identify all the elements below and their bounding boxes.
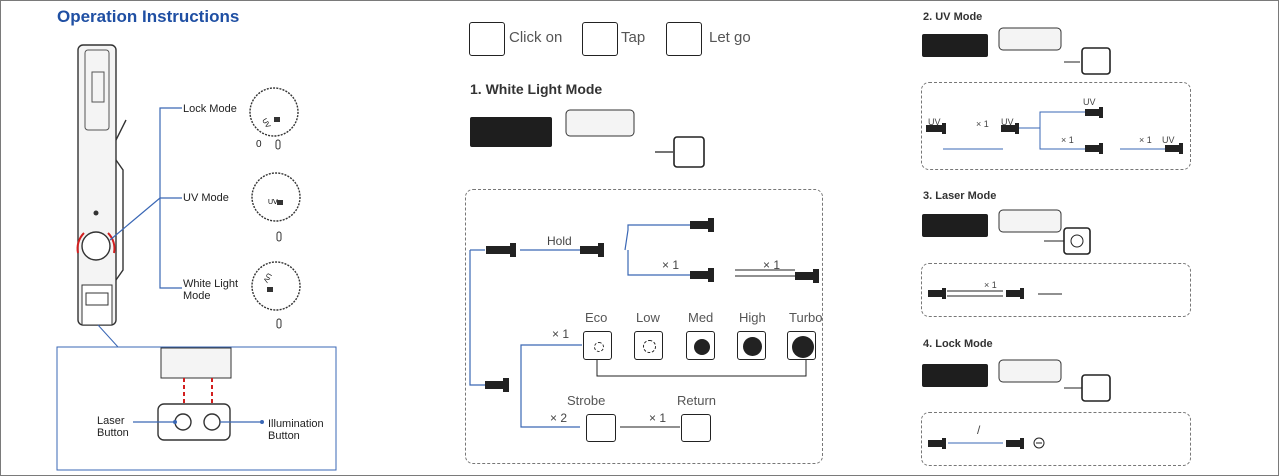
x1-label-c: × 1	[552, 327, 570, 341]
uv-label-d: UV	[1162, 135, 1175, 145]
uv-mode-heading: 2. UV Mode	[923, 11, 983, 23]
level-icon-med	[686, 331, 715, 360]
dial-white: UV	[251, 261, 301, 329]
level-label-turbo: Turbo	[789, 310, 823, 325]
uv-x1-a: × 1	[976, 119, 989, 129]
lock-slash: /	[977, 423, 981, 437]
x1-label-b: × 1	[763, 258, 781, 272]
sun-icon	[693, 338, 710, 355]
x2-label: × 2	[550, 411, 568, 425]
page-title: Operation Instructions	[57, 7, 240, 26]
dial-zero-1: 0	[256, 139, 262, 150]
uv-label-b: UV	[1001, 117, 1014, 127]
x1-label-a: × 1	[662, 258, 680, 272]
sun-icon	[743, 337, 762, 356]
dial-uv: UV	[251, 172, 301, 242]
laser-mode-flow-box	[921, 263, 1191, 317]
x1-label-d: × 1	[649, 411, 667, 425]
lock-mode-flow-box	[921, 412, 1191, 466]
strobe-label: Strobe	[567, 393, 606, 408]
sun-icon	[643, 340, 656, 353]
uv-mode-label: UV Mode	[183, 192, 229, 204]
svg-text:UV: UV	[268, 199, 278, 206]
lock-mode-label: Lock Mode	[183, 103, 237, 115]
svg-text:UV: UV	[261, 272, 272, 284]
white-mode-badge	[470, 117, 552, 147]
lock-mode-heading: 4. Lock Mode	[923, 338, 993, 350]
sun-icon	[593, 341, 604, 352]
level-icon-eco	[583, 331, 612, 360]
uv-x1-c: × 1	[1139, 135, 1152, 145]
white-light-heading: 1. White Light Mode	[470, 81, 603, 97]
svg-text:UV: UV	[260, 118, 271, 130]
laser-x1: × 1	[984, 280, 997, 290]
uv-x1-b: × 1	[1061, 135, 1074, 145]
uv-mode-flow-box	[921, 82, 1191, 170]
tap-label: Tap	[621, 29, 646, 46]
level-icon-turbo	[787, 331, 816, 360]
level-label-eco: Eco	[585, 310, 608, 325]
white-light-mode-label: White Light Mode	[183, 278, 239, 302]
level-label-high: High	[739, 310, 766, 325]
level-label-low: Low	[636, 310, 660, 325]
click-on-icon	[469, 22, 505, 56]
flashlight-illustration: UV UV UV	[56, 44, 337, 471]
uv-label-a: UV	[928, 117, 941, 127]
level-label-med: Med	[688, 310, 714, 325]
laser-button-label: Laser Button	[97, 415, 129, 439]
strobe-icon	[586, 414, 616, 442]
illumination-button-label: Illumination Button	[268, 418, 324, 442]
level-icon-high	[737, 331, 766, 360]
lock-mode-badge	[922, 364, 988, 387]
uv-mode-badge	[922, 34, 988, 57]
level-icon-low	[634, 331, 663, 360]
return-icon	[681, 414, 711, 442]
white-mode-flow-box	[465, 189, 823, 464]
tap-icon	[582, 22, 618, 56]
hold-label: Hold	[547, 234, 572, 248]
let-go-label: Let go	[709, 29, 751, 46]
return-label: Return	[677, 393, 717, 408]
uv-label-c: UV	[1083, 97, 1096, 107]
let-go-icon	[666, 22, 702, 56]
dial-lock: UV	[249, 87, 299, 150]
sun-icon	[791, 335, 814, 358]
laser-mode-badge	[922, 214, 988, 237]
laser-mode-heading: 3. Laser Mode	[923, 190, 997, 202]
click-on-label: Click on	[509, 29, 563, 46]
